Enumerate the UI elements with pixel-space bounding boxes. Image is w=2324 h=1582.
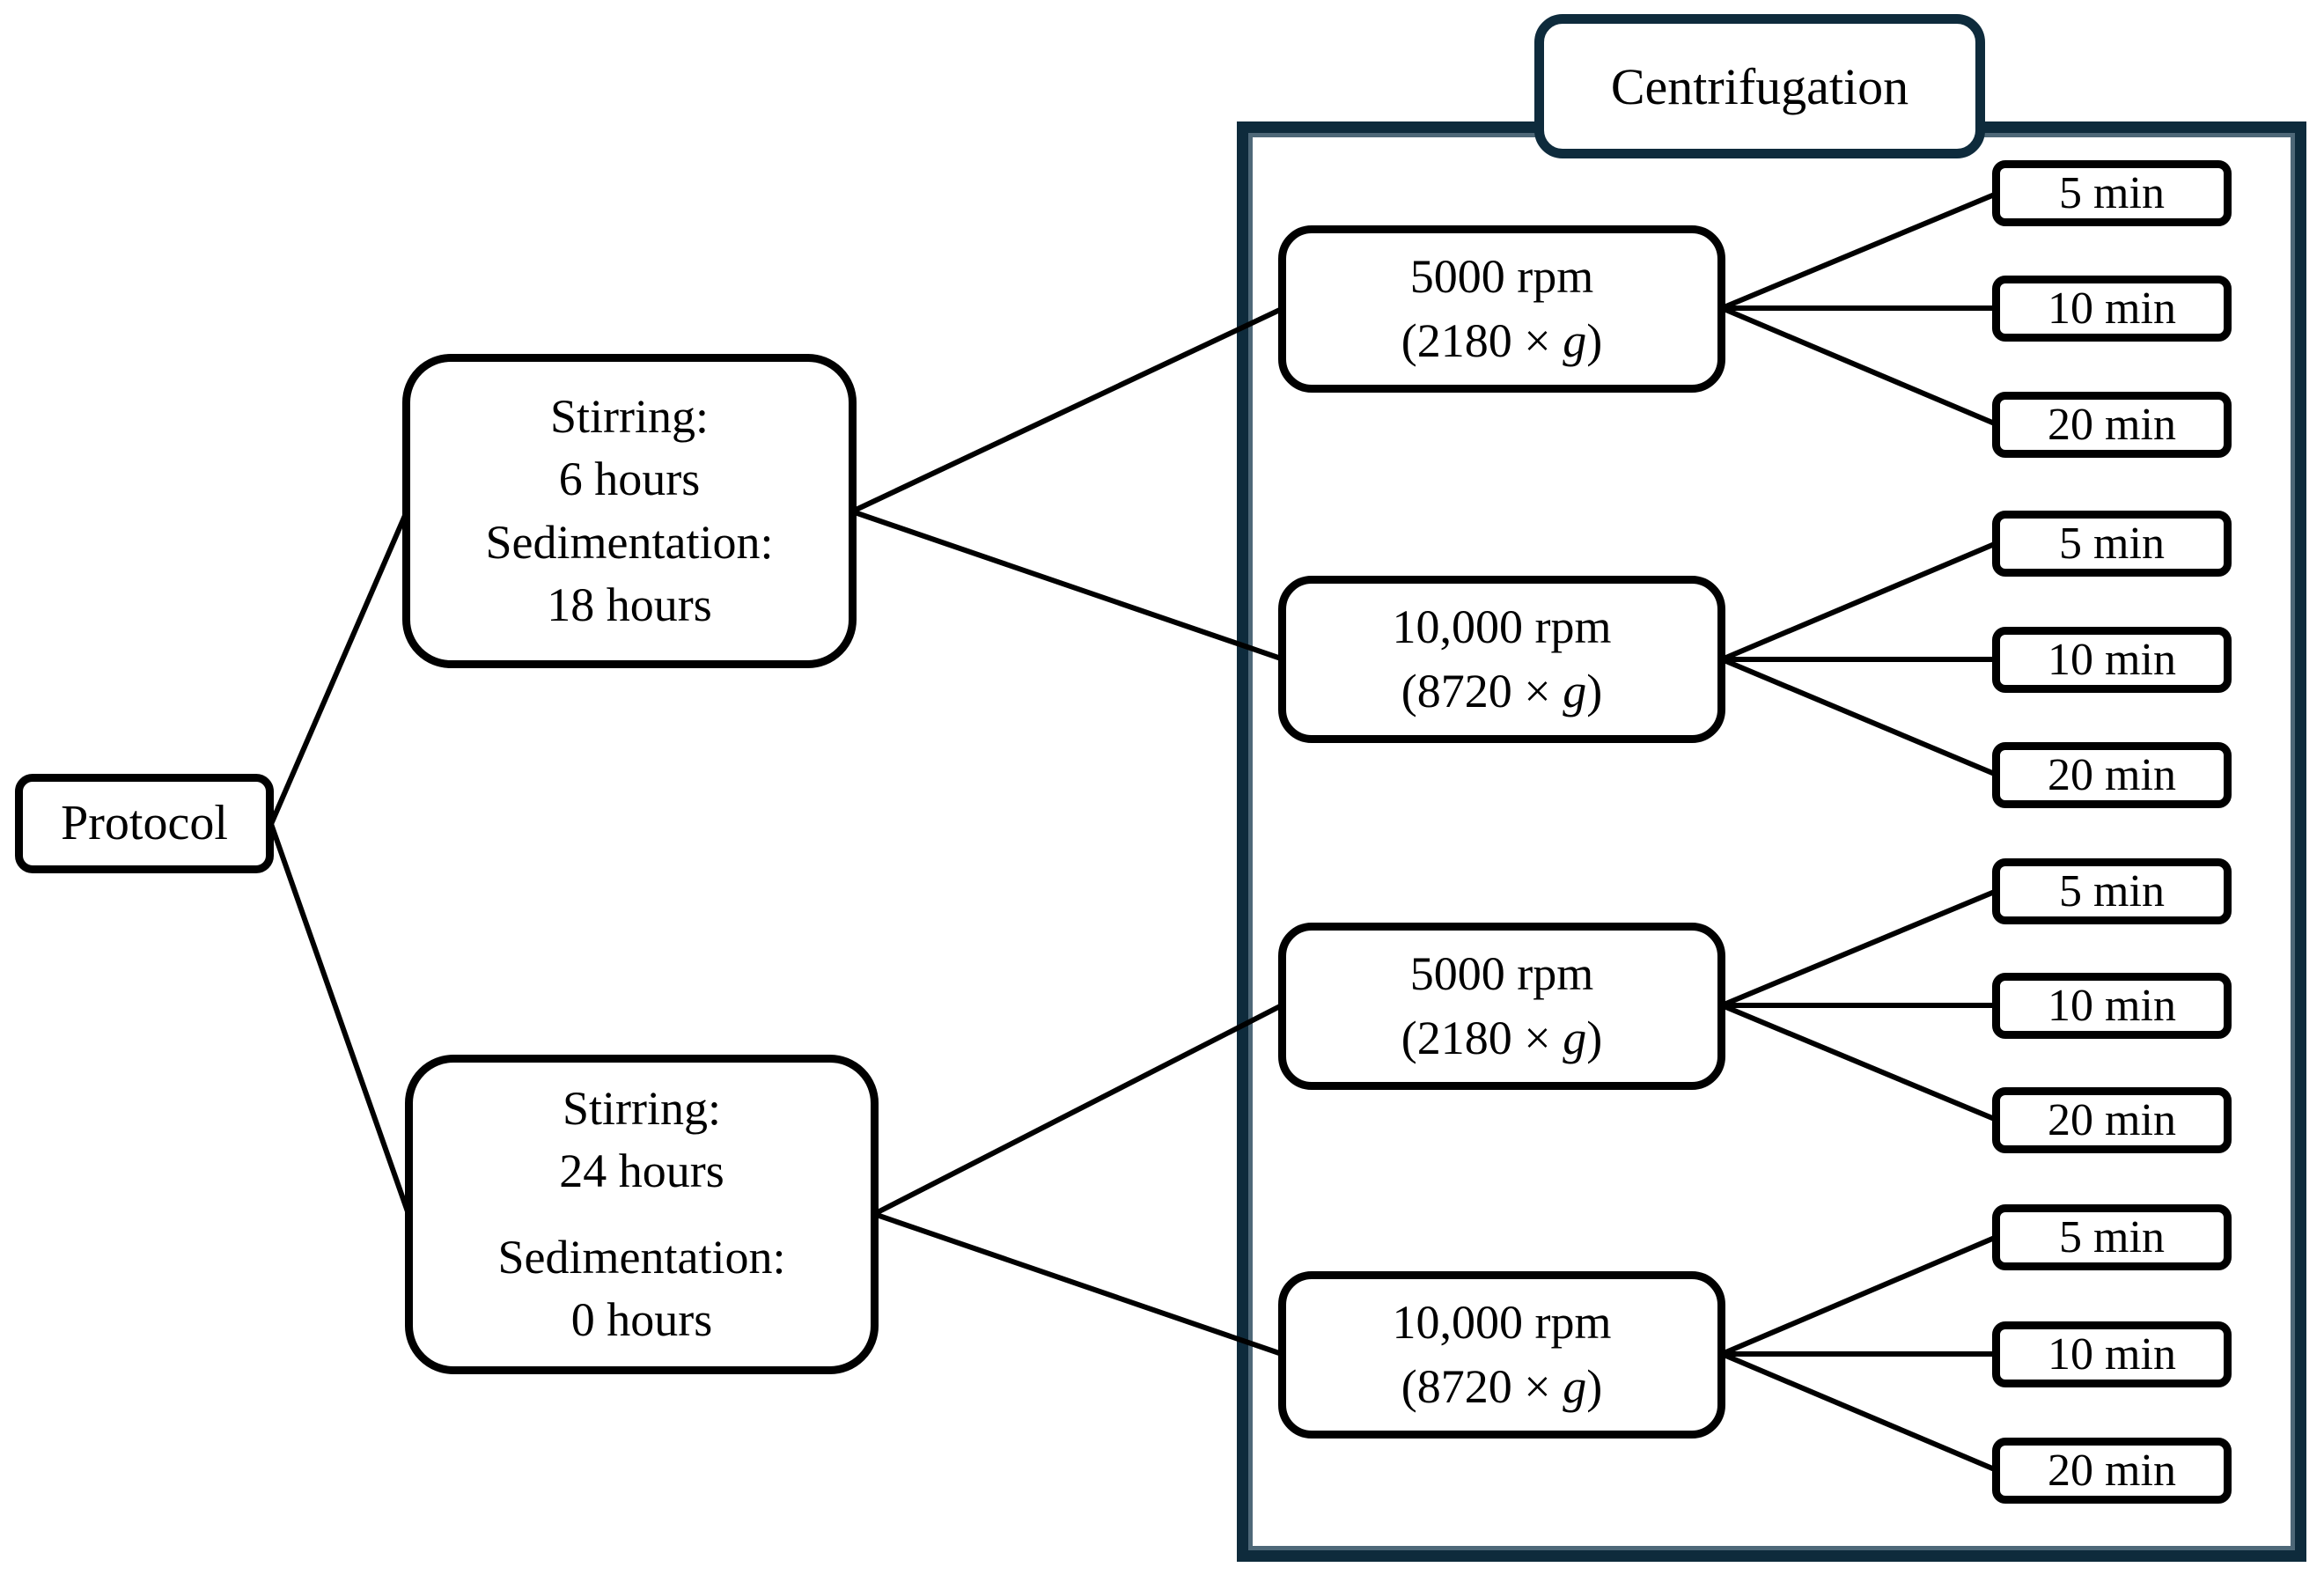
gforce-g-symbol: g — [1563, 1012, 1587, 1064]
time-label: 20 min — [2048, 1094, 2176, 1145]
time-node-g3-10min: 10 min — [1992, 973, 2232, 1039]
time-node-g1-10min: 10 min — [1992, 276, 2232, 342]
connector-line-branch2-speed3 — [872, 1003, 1283, 1217]
branch-line: Sedimentation: — [497, 1230, 786, 1284]
time-node-g2-5min: 5 min — [1992, 511, 2232, 577]
connector-line-protocol-branch2 — [268, 823, 411, 1215]
centrifugation-title-box: Centrifugation — [1534, 14, 1985, 158]
gforce-close: ) — [1586, 665, 1603, 717]
gforce-g-symbol: g — [1563, 1360, 1587, 1413]
gforce-close: ) — [1586, 314, 1603, 367]
branch-node-stirring-24h: Stirring: 24 hours Sedimentation: 0 hour… — [405, 1055, 879, 1374]
branch-line: Sedimentation: — [485, 515, 774, 569]
time-label: 10 min — [2048, 980, 2176, 1031]
speed-node-10000rpm-bottom: 10,000 rpm (8720 × g) — [1278, 1271, 1725, 1439]
time-node-g3-20min: 20 min — [1992, 1087, 2232, 1153]
time-label: 20 min — [2048, 749, 2176, 800]
time-node-g2-20min: 20 min — [1992, 742, 2232, 808]
speed-node-10000rpm-top: 10,000 rpm (8720 × g) — [1278, 576, 1725, 743]
time-label: 10 min — [2048, 283, 2176, 334]
connector-line-branch1-speed1 — [850, 305, 1285, 514]
time-node-g1-5min: 5 min — [1992, 160, 2232, 226]
branch-line: Stirring: — [562, 1081, 721, 1135]
connector-line-protocol-branch1 — [268, 510, 409, 826]
rpm-label: 5000 rpm — [1409, 250, 1594, 304]
gforce-value: (2180 × — [1401, 1012, 1563, 1064]
branch-line: Stirring: — [549, 389, 709, 443]
gforce-label: (2180 × g) — [1401, 1006, 1602, 1071]
time-node-g4-5min: 5 min — [1992, 1204, 2232, 1270]
time-label: 5 min — [2059, 1211, 2165, 1262]
connector-line-branch2-speed4 — [873, 1211, 1283, 1357]
branch-line: 24 hours — [559, 1144, 724, 1198]
time-node-g3-5min: 5 min — [1992, 858, 2232, 924]
branch-line: 6 hours — [558, 453, 701, 506]
connector-line-branch1-speed2 — [851, 509, 1284, 662]
speed-node-5000rpm-top: 5000 rpm (2180 × g) — [1278, 225, 1725, 393]
gforce-g-symbol: g — [1563, 665, 1587, 717]
time-label: 10 min — [2048, 1328, 2176, 1380]
gforce-label: (8720 × g) — [1401, 1355, 1602, 1419]
speed-node-5000rpm-bottom: 5000 rpm (2180 × g) — [1278, 923, 1725, 1090]
time-label: 5 min — [2059, 167, 2165, 218]
time-label: 20 min — [2048, 1445, 2176, 1496]
time-label: 5 min — [2059, 865, 2165, 916]
branch-line: 18 hours — [547, 578, 712, 631]
gforce-value: (8720 × — [1401, 665, 1563, 717]
branch-node-stirring-6h: Stirring: 6 hours Sedimentation: 18 hour… — [402, 354, 857, 668]
time-label: 20 min — [2048, 399, 2176, 450]
protocol-node: Protocol — [15, 774, 274, 873]
gforce-g-symbol: g — [1563, 314, 1587, 367]
time-node-g4-10min: 10 min — [1992, 1321, 2232, 1387]
centrifugation-title-label: Centrifugation — [1610, 57, 1909, 115]
rpm-label: 10,000 rpm — [1392, 600, 1612, 654]
rpm-label: 10,000 rpm — [1392, 1296, 1612, 1350]
protocol-label: Protocol — [61, 795, 228, 850]
rpm-label: 5000 rpm — [1409, 947, 1594, 1001]
gforce-close: ) — [1586, 1012, 1603, 1064]
time-label: 5 min — [2059, 518, 2165, 569]
time-node-g4-20min: 20 min — [1992, 1438, 2232, 1504]
time-node-g2-10min: 10 min — [1992, 627, 2232, 693]
gforce-value: (2180 × — [1401, 314, 1563, 367]
gforce-close: ) — [1586, 1360, 1603, 1413]
time-label: 10 min — [2048, 634, 2176, 685]
time-node-g1-20min: 20 min — [1992, 392, 2232, 458]
branch-line: 0 hours — [570, 1292, 713, 1346]
gforce-label: (2180 × g) — [1401, 309, 1602, 373]
gforce-label: (8720 × g) — [1401, 659, 1602, 724]
gforce-value: (8720 × — [1401, 1360, 1563, 1413]
